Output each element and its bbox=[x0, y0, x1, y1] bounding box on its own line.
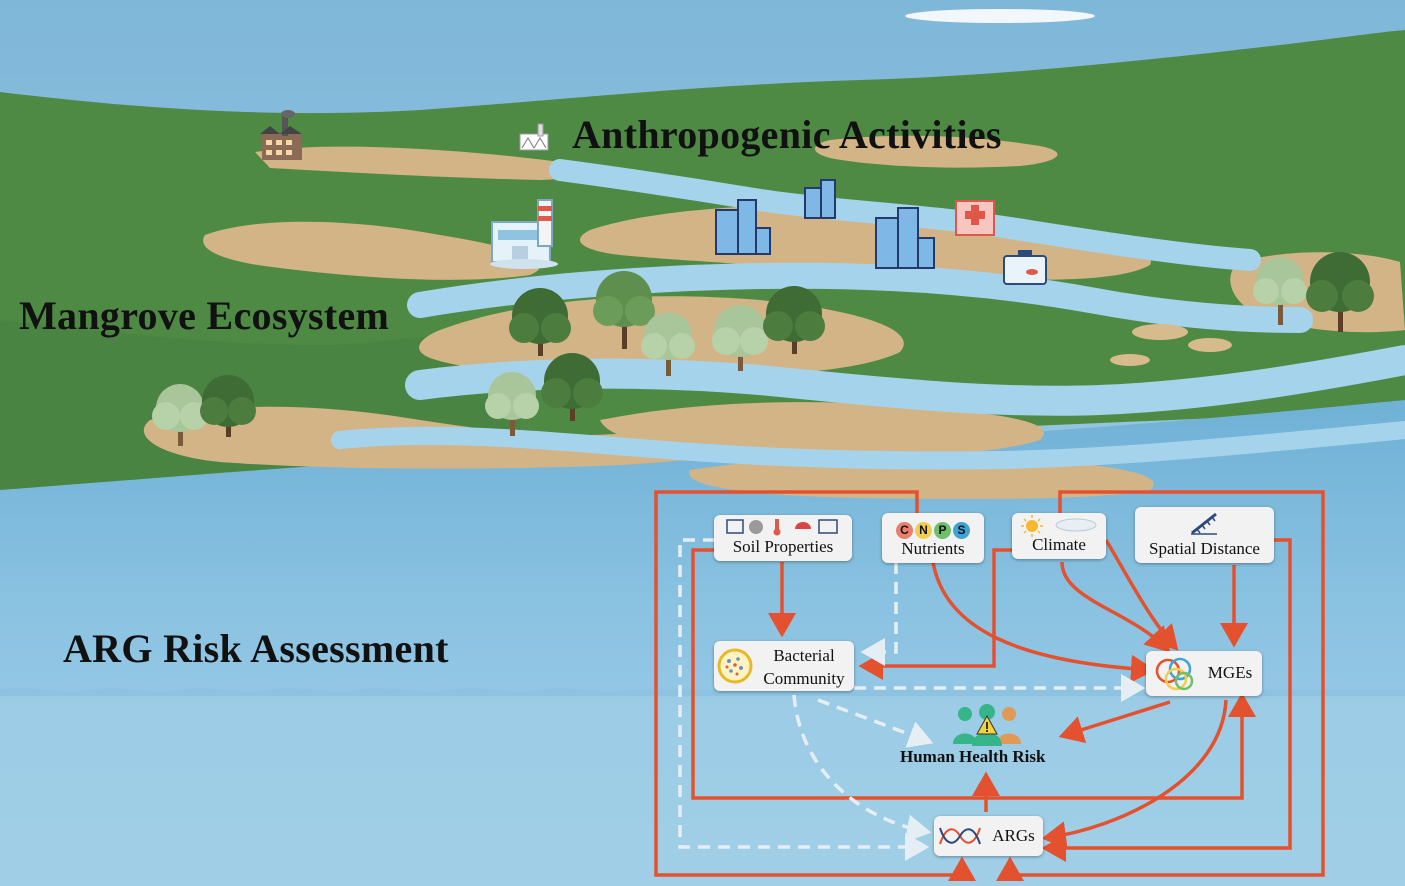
mangrove-tree-icon bbox=[152, 252, 1374, 446]
nutrients-label: Nutrients bbox=[901, 539, 965, 558]
cloud bbox=[905, 9, 1095, 23]
args-label: ARGs bbox=[992, 826, 1035, 845]
people-warning-icon bbox=[953, 704, 1021, 746]
anthropogenic-activities-label: Anthropogenic Activities bbox=[572, 112, 1002, 157]
nutrient-s-badge: S bbox=[953, 522, 970, 539]
nutrient-c-badge: C bbox=[896, 522, 913, 539]
args-node: ARGs bbox=[934, 816, 1043, 856]
mge-rings-icon bbox=[1155, 657, 1194, 691]
nutrient-p-badge: P bbox=[934, 522, 951, 539]
positive-paths bbox=[654, 490, 1325, 881]
building-icon bbox=[715, 179, 935, 269]
negative-paths bbox=[678, 538, 1146, 861]
human-health-risk-label: Human Health Risk bbox=[900, 747, 1046, 766]
spatial-distance-label: Spatial Distance bbox=[1149, 539, 1260, 558]
bacterial-community-label-line2: Community bbox=[763, 669, 845, 688]
soil-properties-node: Soil Properties bbox=[714, 515, 852, 561]
dna-icon bbox=[939, 827, 981, 845]
bacterial-community-node: Bacterial Community bbox=[714, 641, 854, 691]
mangrove-ecosystem-label: Mangrove Ecosystem bbox=[19, 293, 390, 338]
bacterial-community-label-line1: Bacterial bbox=[773, 646, 835, 665]
mges-node: MGEs bbox=[1146, 651, 1262, 696]
industry-icon bbox=[519, 123, 549, 151]
spatial-distance-node: Spatial Distance bbox=[1135, 507, 1274, 563]
ruler-icon bbox=[1191, 512, 1217, 535]
arg-risk-assessment-label: ARG Risk Assessment bbox=[63, 626, 449, 671]
soil-properties-label: Soil Properties bbox=[732, 537, 834, 556]
bacteria-icon bbox=[717, 648, 753, 684]
sun-cloud-icon bbox=[1021, 515, 1097, 537]
nutrient-n-badge: N bbox=[915, 522, 932, 539]
mges-label: MGEs bbox=[1207, 663, 1253, 682]
soil-icon bbox=[726, 519, 838, 536]
hospital-icon bbox=[955, 200, 995, 236]
climate-node: Climate bbox=[1012, 513, 1106, 559]
climate-label: Climate bbox=[1032, 535, 1086, 554]
plant-icon bbox=[490, 199, 558, 269]
factory-icon bbox=[260, 110, 302, 160]
aquaculture-icon bbox=[1003, 250, 1047, 285]
